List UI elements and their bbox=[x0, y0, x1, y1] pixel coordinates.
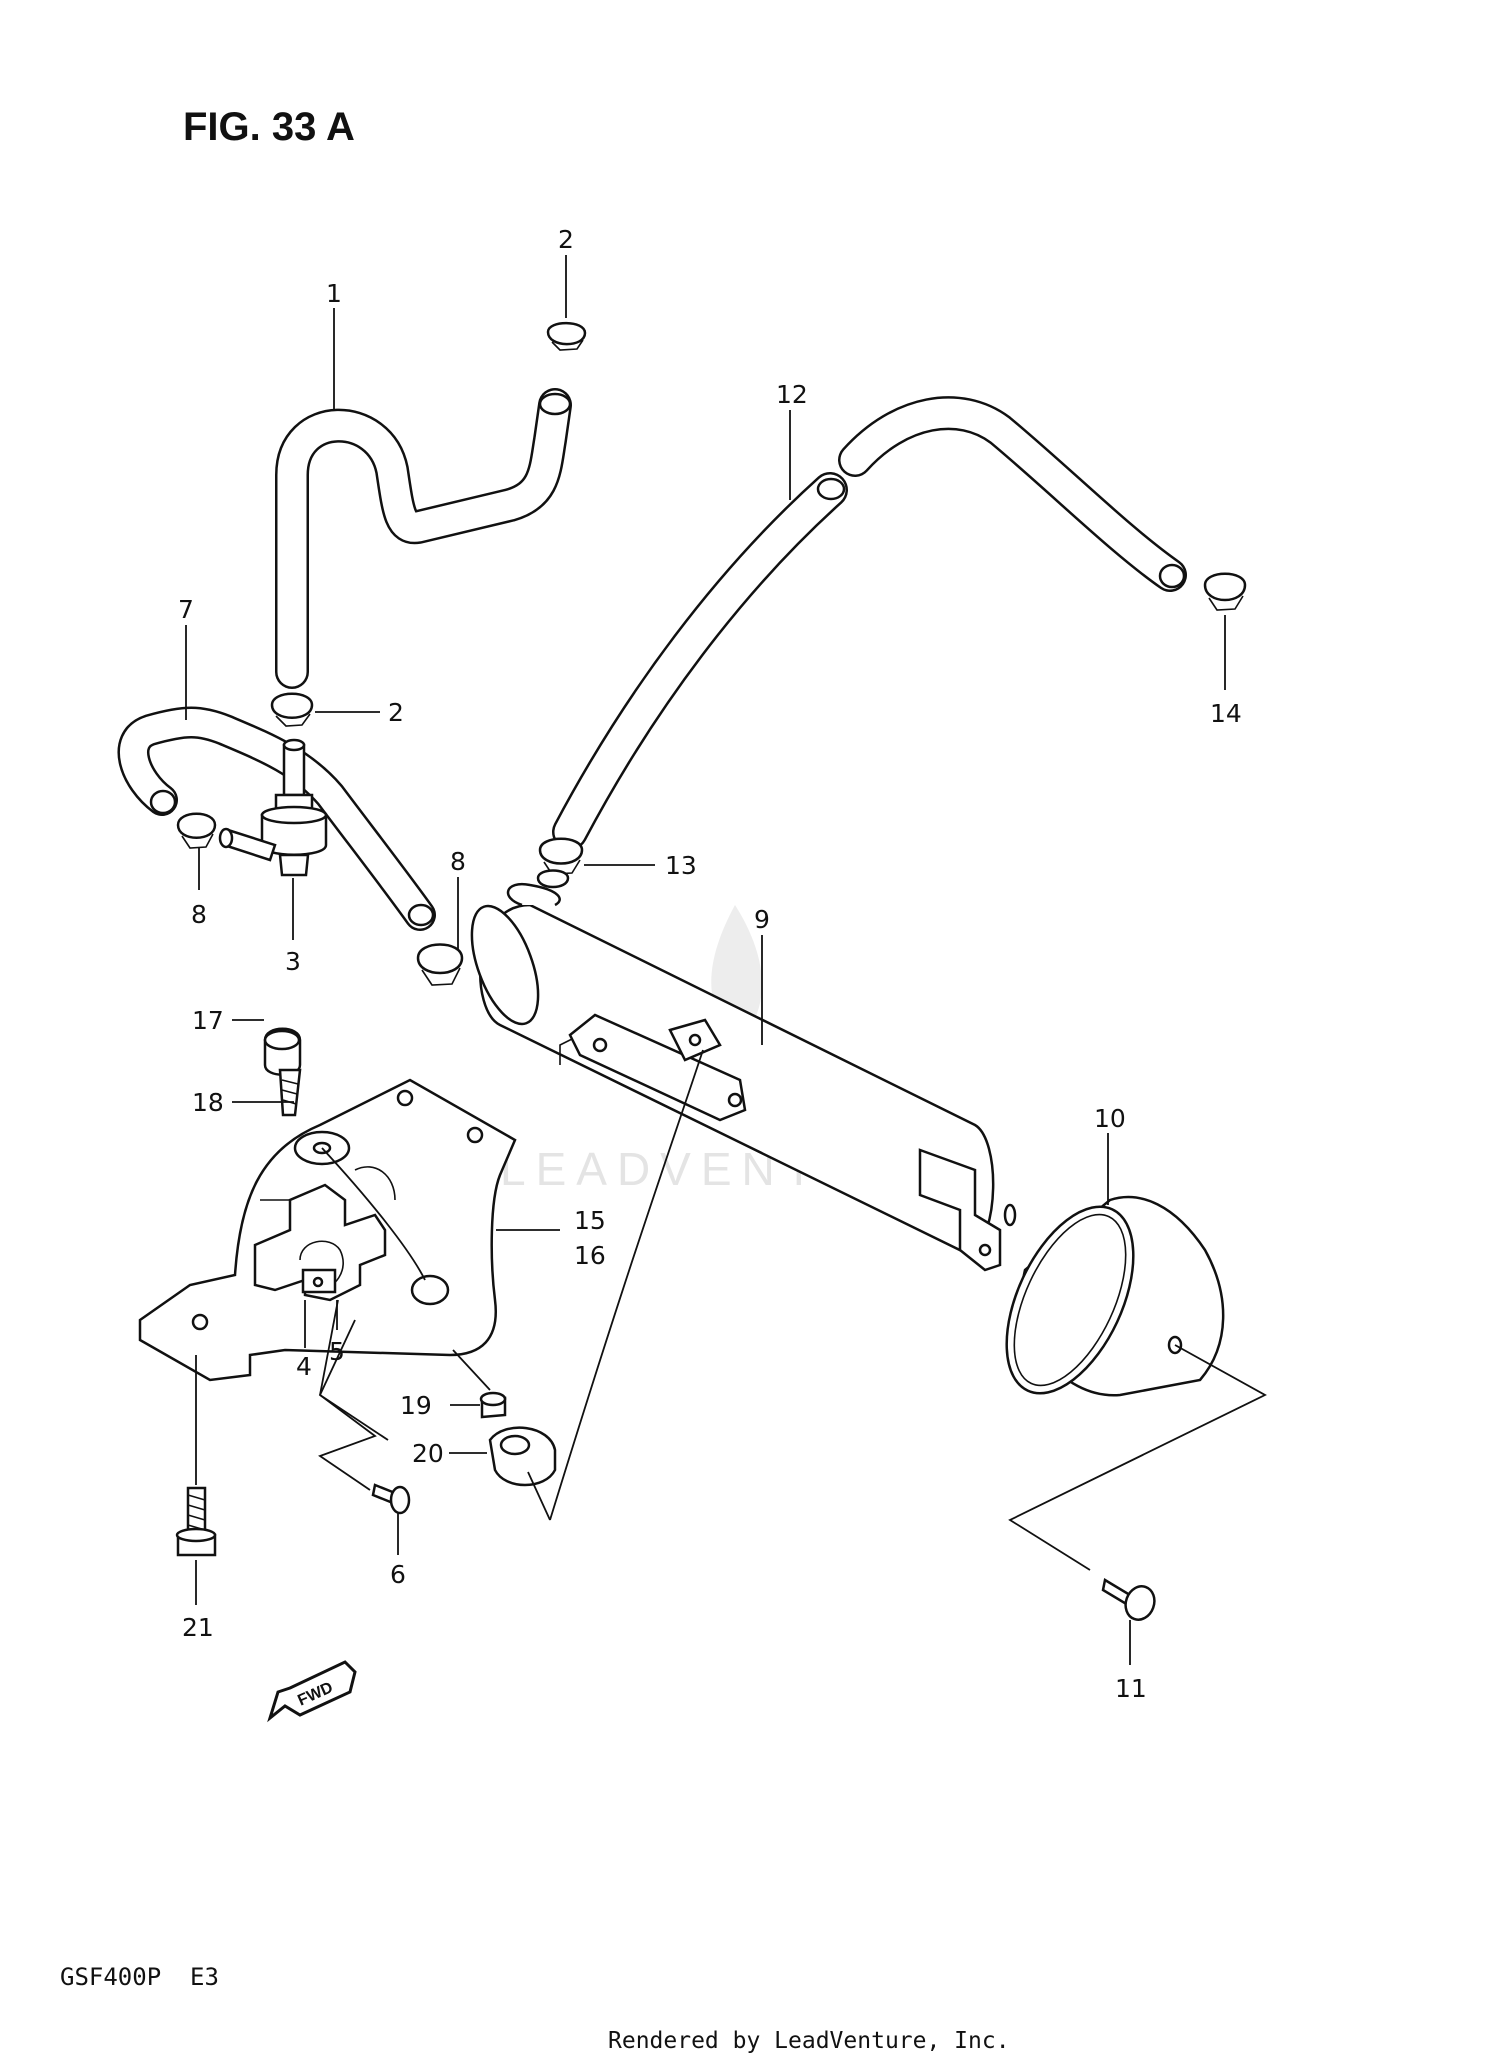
part-8-clamp-left bbox=[176, 812, 217, 849]
callout-16: 16 bbox=[574, 1241, 606, 1270]
part-13-clamp bbox=[536, 837, 584, 889]
part-14-clamp bbox=[1203, 572, 1247, 611]
callout-8-left: 8 bbox=[191, 900, 207, 929]
callout-9: 9 bbox=[754, 905, 770, 934]
part-7-hose bbox=[117, 706, 436, 931]
part-6-screw bbox=[371, 1483, 411, 1515]
part-2-clamp-top bbox=[546, 321, 587, 351]
part-9-canister bbox=[470, 882, 1017, 1272]
leader-lines bbox=[185, 255, 1267, 1665]
part-11-screw bbox=[1101, 1578, 1156, 1621]
part-1-hose bbox=[275, 388, 572, 689]
part-17-bolt bbox=[263, 1027, 302, 1117]
callout-5: 5 bbox=[329, 1337, 345, 1366]
part-21-bolt bbox=[175, 1486, 217, 1557]
callout-20: 20 bbox=[412, 1439, 444, 1468]
callout-18: 18 bbox=[192, 1088, 224, 1117]
callout-21: 21 bbox=[182, 1613, 214, 1642]
callout-2-mid: 2 bbox=[388, 698, 404, 727]
callout-17: 17 bbox=[192, 1006, 224, 1035]
callout-1: 1 bbox=[326, 279, 342, 308]
callout-13: 13 bbox=[665, 851, 697, 880]
callout-6: 6 bbox=[390, 1560, 406, 1589]
callout-11: 11 bbox=[1115, 1674, 1147, 1703]
callout-14: 14 bbox=[1210, 699, 1242, 728]
model-code: GSF400P E3 bbox=[60, 1963, 219, 1991]
fwd-arrow-icon: FWD bbox=[267, 1660, 357, 1723]
callout-8-right: 8 bbox=[450, 847, 466, 876]
part-2-clamp-mid bbox=[270, 692, 314, 727]
part-20-grommet bbox=[488, 1426, 557, 1487]
figure-title: FIG. 33 A bbox=[183, 105, 355, 149]
part-12-hose bbox=[552, 396, 1187, 850]
callout-19: 19 bbox=[400, 1391, 432, 1420]
callout-2-top: 2 bbox=[558, 225, 574, 254]
callout-4: 4 bbox=[296, 1352, 312, 1381]
callout-12: 12 bbox=[776, 380, 808, 409]
part-3-valve bbox=[218, 738, 328, 877]
part-10-cap bbox=[1005, 1195, 1225, 1397]
part-4-5-clip bbox=[253, 1183, 387, 1302]
callout-7: 7 bbox=[178, 595, 194, 624]
part-19-collar bbox=[479, 1391, 507, 1419]
footer-credit: Rendered by LeadVenture, Inc. bbox=[608, 2028, 1010, 2054]
callout-3: 3 bbox=[285, 947, 301, 976]
callout-10: 10 bbox=[1094, 1104, 1126, 1133]
callout-15: 15 bbox=[574, 1206, 606, 1235]
callout-labels: 1 2 2 7 8 3 8 12 13 14 9 10 11 15 16 17 … bbox=[178, 225, 1242, 1703]
part-8-clamp-right bbox=[416, 943, 464, 986]
